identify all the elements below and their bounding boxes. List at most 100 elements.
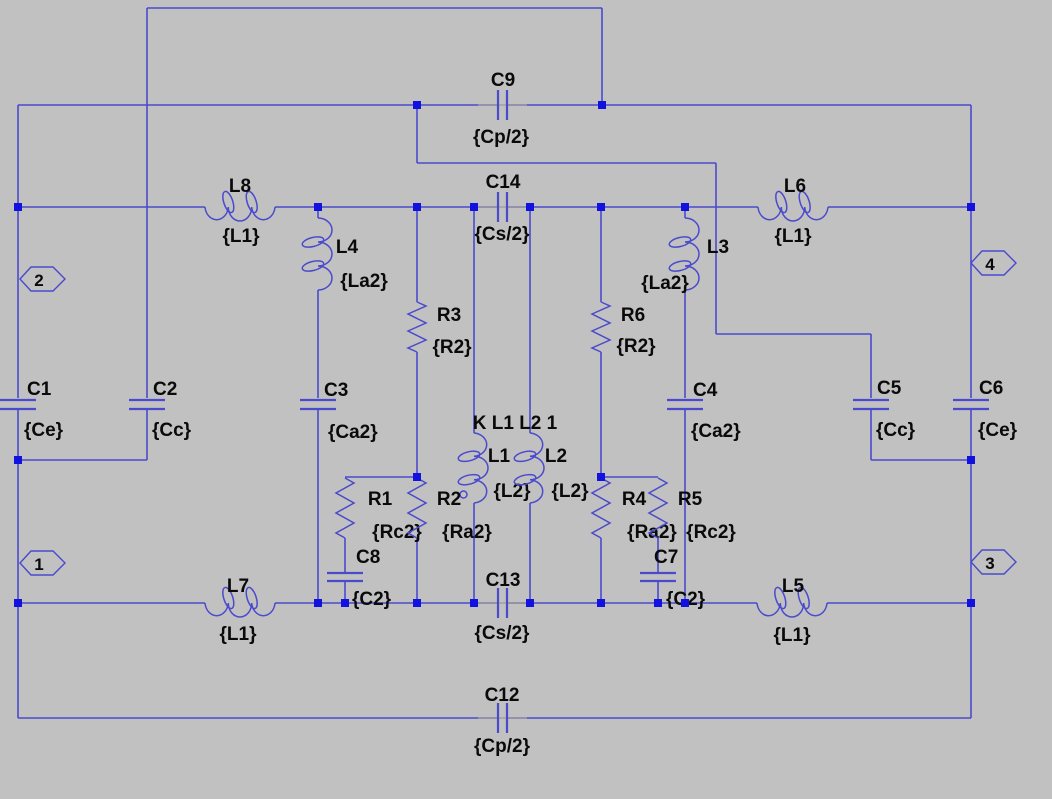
resistor-value-label[interactable]: {Ra2} [627,522,677,543]
capacitor-ref-label[interactable]: C14 [486,172,521,193]
resistor-R6[interactable]: R6 {R2} [590,301,656,357]
inductor-coil[interactable] [756,602,828,618]
resistor-zigzag[interactable] [647,477,669,539]
inductor-L2[interactable]: L2 {L2} [513,432,590,504]
capacitor-ref-label[interactable]: C1 [27,379,52,400]
port-flag-2[interactable]: 2 [19,266,66,292]
inductor-loop [774,586,787,610]
inductor-value-label[interactable]: {La2} [340,271,388,292]
inductor-coil[interactable] [529,432,545,504]
capacitor-ref-label[interactable]: C3 [324,380,348,401]
resistor-ref-label[interactable]: R4 [622,489,647,510]
inductor-value-label[interactable]: {L2} [494,481,532,502]
capacitor-ref-label[interactable]: C6 [979,378,1003,399]
inductor-L1[interactable]: L1 {L2} [457,432,532,504]
capacitor-ref-label[interactable]: C2 [153,379,177,400]
resistor-R2[interactable]: R2 {Ra2} [406,477,492,543]
resistor-zigzag[interactable] [334,477,356,539]
capacitor-C1[interactable]: C1 {Ce} [0,379,64,441]
capacitor-C2[interactable]: C2 {Cc} [129,379,192,441]
capacitor-value-label[interactable]: {Cc} [876,420,916,441]
capacitor-value-label[interactable]: {Cc} [152,420,192,441]
inductor-coil[interactable] [473,432,489,504]
inductor-coil[interactable] [204,206,276,222]
resistor-zigzag[interactable] [590,477,612,539]
capacitor-C12[interactable]: C12 {Cp/2} [474,685,531,757]
capacitor-C6[interactable]: C6 {Ce} [953,378,1018,441]
resistor-zigzag[interactable] [590,301,612,353]
capacitor-ref-label[interactable]: C13 [486,570,521,591]
capacitor-C9[interactable]: C9 {Cp/2} [473,70,530,148]
inductor-coil[interactable] [684,217,700,291]
resistor-R1[interactable]: R1 {Rc2} [334,477,422,543]
coupling-directive[interactable]: K L1 L2 1 [473,413,558,434]
inductor-L5[interactable]: L5 {L1} [756,576,828,646]
inductor-L4[interactable]: L4 {La2} [301,217,388,292]
capacitor-C5[interactable]: C5 {Cc} [853,378,916,441]
resistor-R4[interactable]: R4 {Ra2} [590,477,677,543]
capacitor-value-label[interactable]: {C2} [352,589,392,610]
capacitor-C4[interactable]: C4 {Ca2} [667,380,741,442]
junction-dots [14,101,975,607]
capacitor-C13[interactable]: C13 {Cs/2} [475,570,531,644]
inductor-value-label[interactable]: {L1} [774,625,812,646]
capacitor-value-label[interactable]: {Ca2} [691,421,741,442]
resistor-value-label[interactable]: {Rc2} [372,522,422,543]
capacitor-value-label[interactable]: {Cs/2} [475,224,531,245]
resistor-R5[interactable]: R5 {Rc2} [647,477,736,543]
port-flag-1[interactable]: 1 [19,550,66,576]
junction-dot [14,456,22,464]
resistor-ref-label[interactable]: R2 [437,489,461,510]
port-flag-4[interactable]: 4 [970,250,1017,276]
inductor-value-label[interactable]: {L1} [775,226,813,247]
resistor-value-label[interactable]: {R2} [432,337,472,358]
inductor-ref-label[interactable]: L2 [545,446,567,467]
inductor-coil[interactable] [204,602,276,618]
capacitor-C3[interactable]: C3 {Ca2} [300,380,378,443]
resistor-ref-label[interactable]: R1 [368,489,393,510]
capacitor-value-label[interactable]: {Cp/2} [473,127,530,148]
capacitor-ref-label[interactable]: C8 [356,547,380,568]
inductor-L7[interactable]: L7 {L1} [204,576,276,645]
inductor-L8[interactable]: L8 {L1} [204,176,276,247]
inductor-ref-label[interactable]: L4 [336,237,359,258]
capacitor-ref-label[interactable]: C7 [654,547,678,568]
capacitor-value-label[interactable]: {Ca2} [328,422,378,443]
inductor-coil[interactable] [317,217,333,291]
resistor-R3[interactable]: R3 {R2} [406,301,472,358]
capacitor-value-label[interactable]: {Ce} [24,420,64,441]
inductor-ref-label[interactable]: L5 [782,576,805,597]
inductor-ref-label[interactable]: L7 [227,576,249,597]
inductor-ref-label[interactable]: L3 [707,237,729,258]
capacitor-C8[interactable]: C8 {C2} [327,547,392,610]
resistor-ref-label[interactable]: R5 [678,489,703,510]
inductor-ref-label[interactable]: L1 [488,446,511,467]
capacitor-ref-label[interactable]: C12 [485,685,520,706]
resistor-value-label[interactable]: {Rc2} [686,522,736,543]
inductor-ref-label[interactable]: L6 [784,176,806,197]
resistor-zigzag[interactable] [406,301,428,353]
capacitor-ref-label[interactable]: C9 [491,70,515,91]
resistor-value-label[interactable]: {R2} [616,336,656,357]
inductor-value-label[interactable]: {L2} [552,481,590,502]
capacitor-C14[interactable]: C14 {Cs/2} [475,172,531,245]
capacitor-ref-label[interactable]: C5 [877,378,902,399]
inductor-ref-label[interactable]: L8 [229,176,251,197]
capacitor-value-label[interactable]: {Ce} [978,420,1018,441]
capacitor-C7[interactable]: C7 {C2} [640,547,706,610]
capacitor-value-label[interactable]: {Cp/2} [474,736,531,757]
resistor-ref-label[interactable]: R6 [621,305,645,326]
inductor-coil[interactable] [757,206,829,222]
capacitor-ref-label[interactable]: C4 [693,380,718,401]
inductor-value-label[interactable]: {L1} [223,226,261,247]
resistor-value-label[interactable]: {Ra2} [442,522,492,543]
port-flag-3[interactable]: 3 [970,549,1017,575]
resistor-ref-label[interactable]: R3 [437,305,461,326]
inductor-value-label[interactable]: {La2} [641,273,689,294]
resistor-zigzag[interactable] [406,477,428,539]
inductor-value-label[interactable]: {L1} [220,624,258,645]
inductor-L3[interactable]: L3 {La2} [641,217,729,294]
inductor-L6[interactable]: L6 {L1} [757,176,829,247]
capacitor-value-label[interactable]: {Cs/2} [475,623,531,644]
